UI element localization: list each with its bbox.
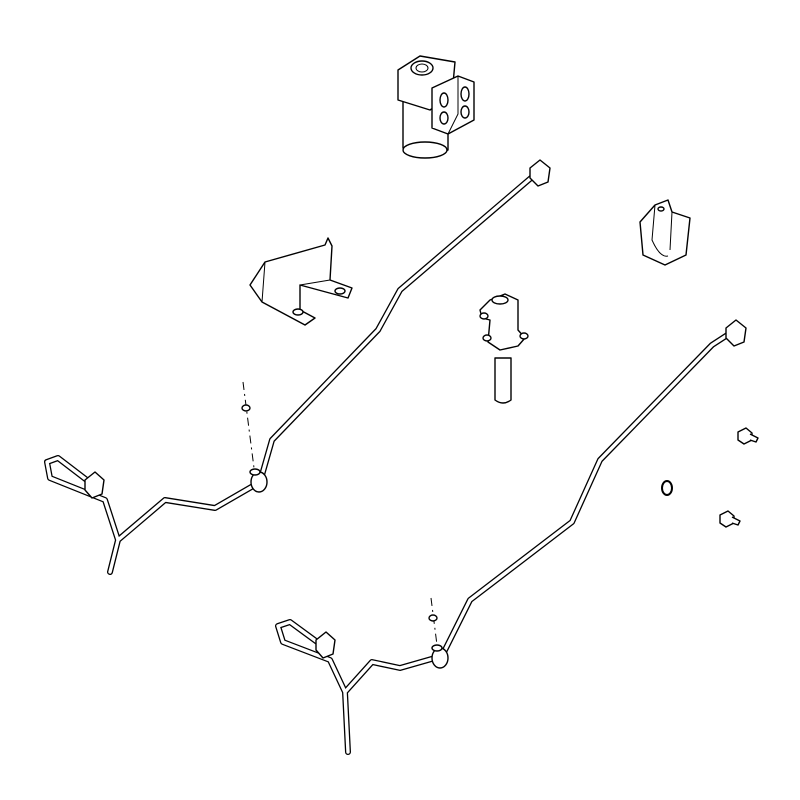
mounting-bracket [249, 237, 353, 326]
seal-washer [428, 614, 438, 622]
hydraulic-tube-lower [275, 319, 747, 755]
bolt [737, 427, 759, 445]
o-ring [661, 480, 673, 496]
tube-nut [315, 631, 336, 659]
tube-nut [725, 319, 747, 347]
steering-valve [397, 55, 475, 159]
tube-nut [84, 471, 105, 499]
bolt [719, 510, 741, 528]
tee-fitting [479, 293, 529, 404]
seal-washer [241, 404, 251, 412]
tube-nut [529, 159, 551, 187]
tube-clamp [639, 199, 691, 266]
hydraulic-tube-upper [44, 159, 551, 575]
